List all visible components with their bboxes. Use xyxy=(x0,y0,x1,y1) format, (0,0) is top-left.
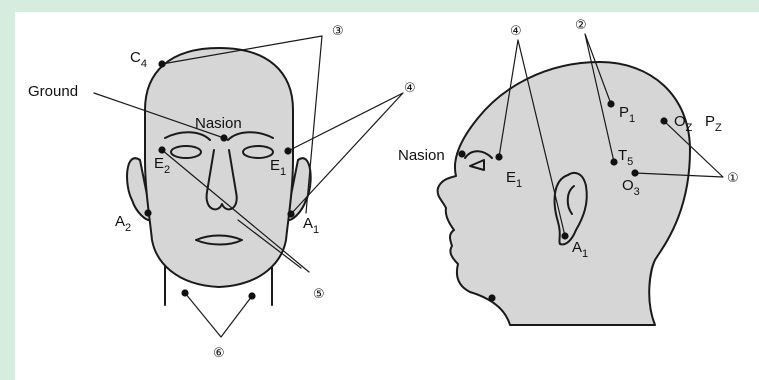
side-electrode-a1-dot xyxy=(561,232,568,239)
electrode-nasion-dot xyxy=(220,134,227,141)
callout-3: ③ xyxy=(332,24,344,39)
label-c4: C4 xyxy=(130,49,147,70)
label-a1-front: A1 xyxy=(303,215,319,236)
electrode-e2-dot xyxy=(158,146,165,153)
callout-4-side: ④ xyxy=(510,24,522,39)
side-head xyxy=(438,62,690,325)
callout-4-front: ④ xyxy=(404,81,416,96)
side-electrode-p1-dot xyxy=(607,100,614,107)
side-electrode-chin-dot xyxy=(488,294,495,301)
callout-6: ⑥ xyxy=(213,346,225,361)
electrode-e1-dot xyxy=(284,147,291,154)
electrode-c4-dot xyxy=(158,60,165,67)
electrode-a1-dot xyxy=(287,210,294,217)
electrode-a2-dot xyxy=(144,209,151,216)
label-nasion-front: Nasion xyxy=(195,115,242,132)
side-electrode-oz-dot xyxy=(660,117,667,124)
callout-1: ① xyxy=(727,171,739,186)
side-electrode-e1-dot xyxy=(495,153,502,160)
side-electrode-o3-dot xyxy=(631,169,638,176)
side-electrode-nasion-dot xyxy=(458,150,465,157)
label-ground: Ground xyxy=(28,83,78,100)
callout-5: ⑤ xyxy=(313,287,325,302)
callout-2: ② xyxy=(575,18,587,33)
label-pz: PZ xyxy=(705,113,722,134)
label-a2: A2 xyxy=(115,213,131,234)
electrode-neck-right-dot xyxy=(181,289,188,296)
electrode-neck-left-dot xyxy=(248,292,255,299)
side-electrode-t5-dot xyxy=(610,158,617,165)
label-nasion-side: Nasion xyxy=(398,147,445,164)
